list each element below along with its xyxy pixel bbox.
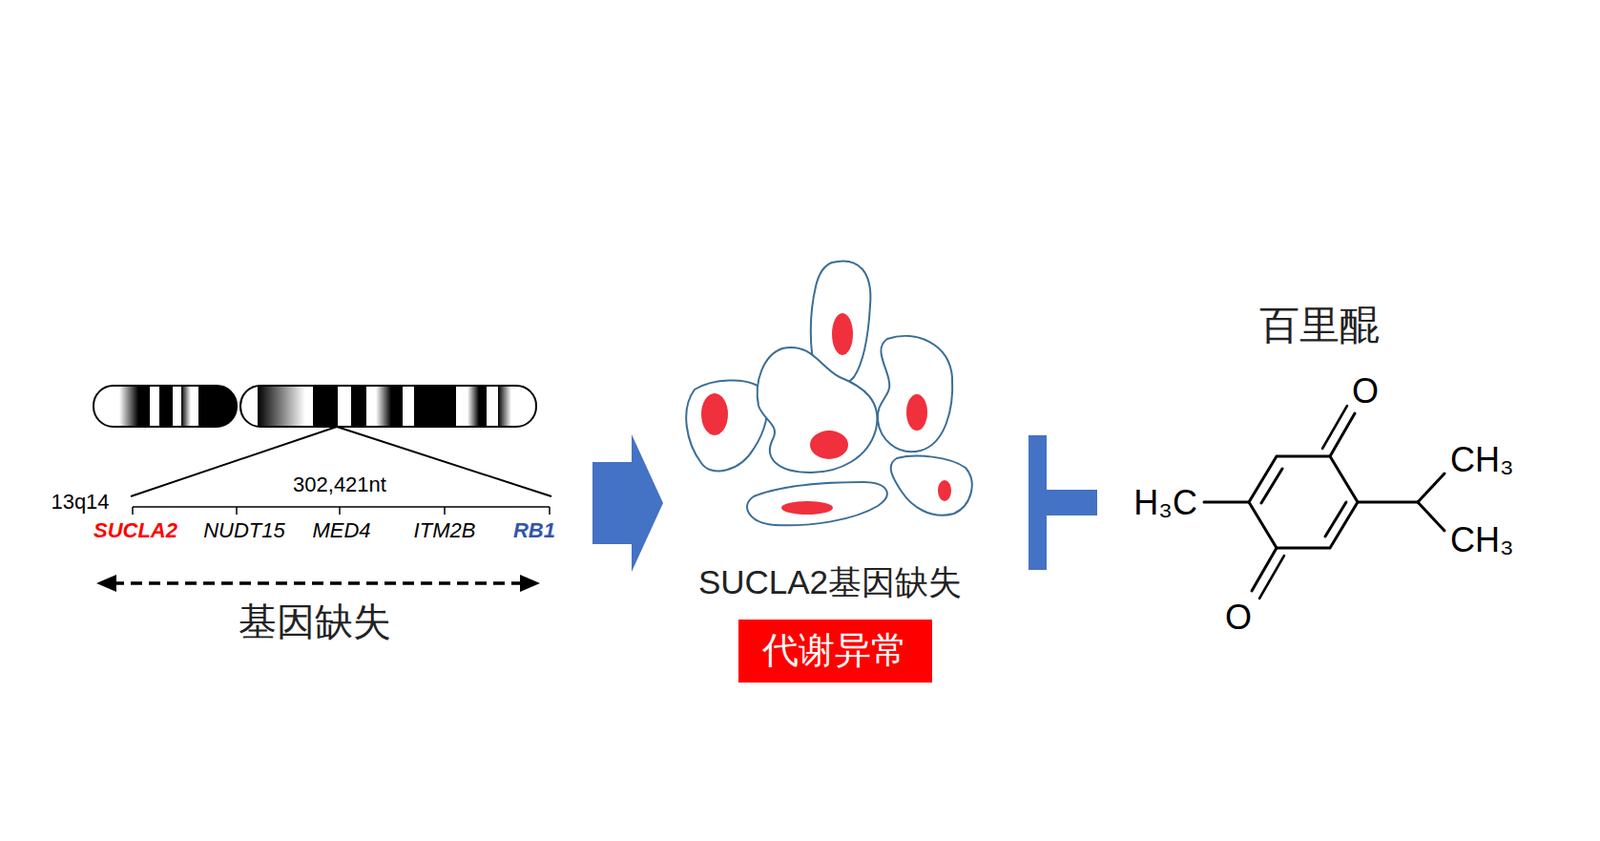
molecule-bonds: [1204, 405, 1445, 599]
compound-name: 百里醌: [1259, 303, 1380, 348]
inhibition-symbol: [1028, 435, 1098, 570]
cell-cluster: [685, 260, 972, 525]
dashed-double-arrow: [96, 574, 541, 592]
atom-label: O: [1223, 598, 1254, 637]
nuclei: [701, 312, 952, 515]
box-text: 代谢异常: [762, 630, 908, 671]
gene-name: RB1: [513, 519, 556, 542]
caption-label: SUCLA2基因缺失: [698, 563, 962, 602]
atom-label: CH₃: [1448, 440, 1517, 479]
caption-label: 基因缺失: [238, 600, 392, 643]
gene-name: MED4: [311, 519, 371, 542]
zoom-lines: [130, 426, 552, 515]
status-box: 代谢异常: [738, 619, 933, 683]
gene-name: SUCLA2: [93, 519, 178, 542]
atom-label: O: [1350, 372, 1381, 411]
gene-name: NUDT15: [203, 519, 286, 542]
block-arrow: [592, 434, 664, 572]
band-name: 13q14: [50, 490, 109, 514]
atom-label: CH₃: [1448, 520, 1517, 560]
chromosome: [93, 385, 537, 427]
atom-label: H₃C: [1131, 483, 1200, 522]
length-label: 302,421nt: [292, 473, 387, 497]
gene-name: ITM2B: [414, 519, 477, 542]
